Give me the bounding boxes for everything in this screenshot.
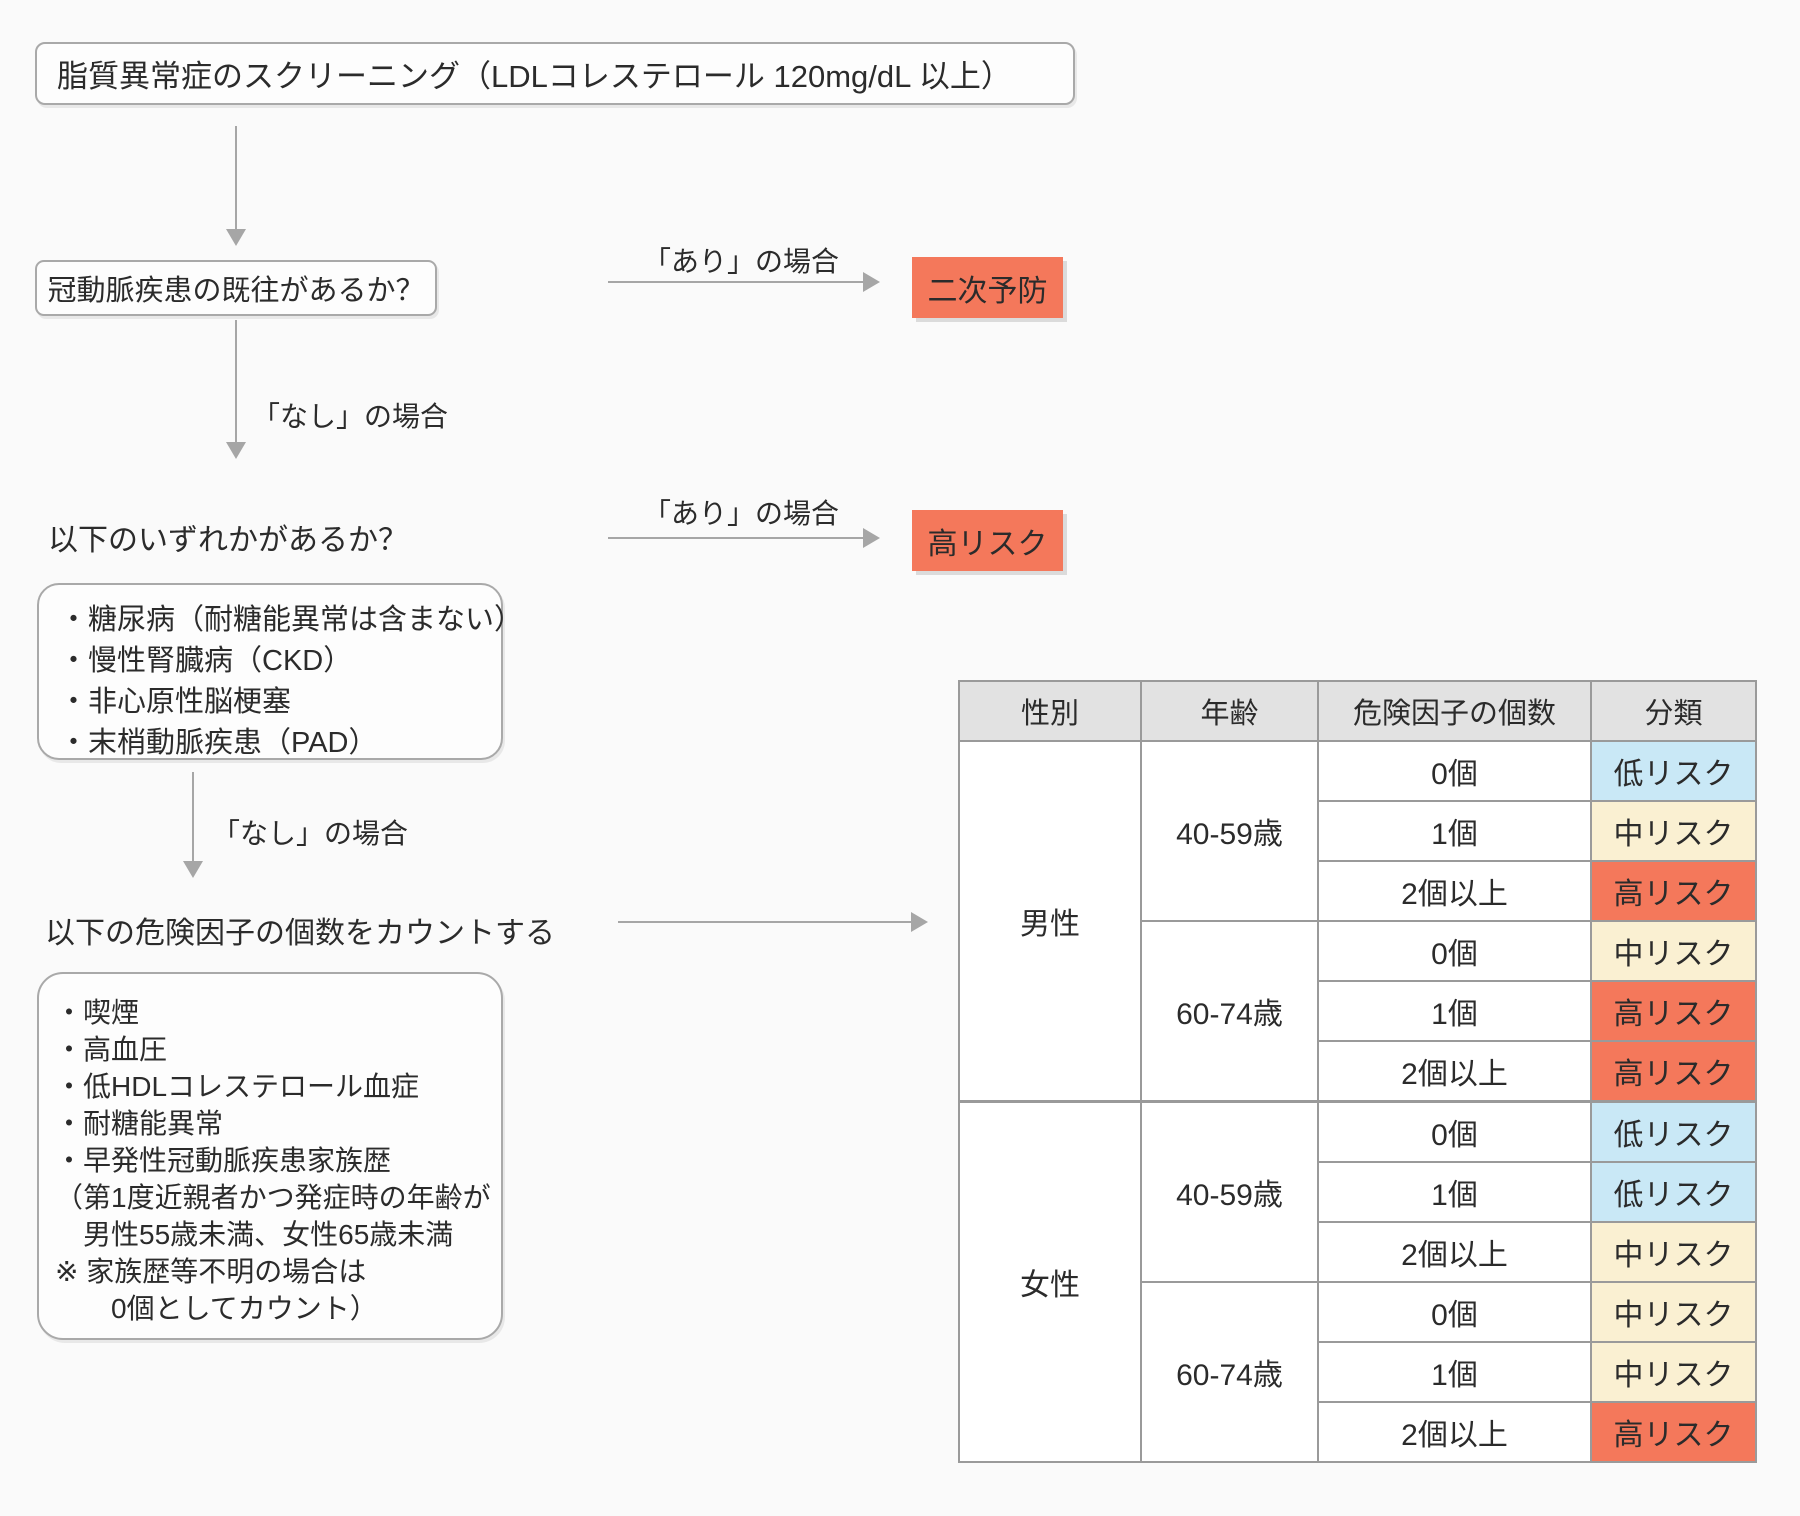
factor-count-cell: 1個 [1317, 800, 1592, 862]
factor-count-cell: 1個 [1317, 980, 1592, 1042]
question-3-text: 以下の危険因子の個数をカウントする [45, 917, 555, 950]
label-yes-2: 「あり」の場合 [643, 498, 840, 529]
factor-count-cell: 2個以上 [1317, 860, 1592, 922]
table-header-row: 性別 年齢 危険因子の個数 分類 [958, 680, 1757, 742]
arrow-down-icon [226, 229, 246, 246]
label-no-2: 「なし」の場合 [212, 818, 409, 849]
table-row: 1個中リスク [959, 800, 1757, 862]
arrow-right-icon [911, 912, 928, 932]
factor-count-cell: 2個以上 [1317, 1221, 1592, 1283]
outcome-high-risk: 高リスク [912, 510, 1063, 571]
risk-factor-line-3: ・耐糖能異常 [55, 1108, 224, 1139]
table-row: 1個低リスク [959, 1161, 1757, 1223]
classification-cell-high: 高リスク [1590, 980, 1757, 1042]
outcome-secondary-label: 二次予防 [927, 274, 1048, 308]
arrow-to-table-line [618, 921, 911, 923]
outcome-high-label: 高リスク [927, 527, 1048, 561]
arrow-no-1-line [235, 320, 237, 443]
table-row: 2個以上高リスク [959, 1040, 1757, 1103]
risk-factors-box: ・喫煙・高血圧・低HDLコレステロール血症・耐糖能異常・早発性冠動脈疾患家族歴 （… [37, 972, 503, 1340]
classification-cell-mid: 中リスク [1590, 1221, 1757, 1283]
age-cell: 40-59歳 [1140, 740, 1319, 922]
arrow-no-2-line [192, 772, 194, 862]
classification-cell-mid: 中リスク [1590, 800, 1757, 862]
title-box: 脂質異常症のスクリーニング（LDLコレステロール 120mg/dL 以上） [35, 42, 1075, 105]
factor-count-cell: 1個 [1317, 1341, 1592, 1403]
question-2-text: 以下のいずれかがあるか？ [48, 524, 408, 557]
arrow-title-to-q1-line [235, 126, 237, 230]
risk-factor-line-2: ・低HDLコレステロール血症 [55, 1071, 420, 1102]
classification-cell-low: 低リスク [1590, 1161, 1757, 1223]
sex-cell: 女性 [958, 1100, 1142, 1463]
factor-count-cell: 0個 [1317, 740, 1592, 802]
header-sex: 性別 [958, 680, 1142, 742]
table-row: 1個中リスク [959, 1341, 1757, 1403]
condition-line-1: ・慢性腎臓病（CKD） [59, 645, 353, 677]
risk-factor-line-1: ・高血圧 [55, 1034, 168, 1065]
risk-factor-line-5: （第1度近親者かつ発症時の年齢が [55, 1182, 491, 1213]
arrow-down-icon [226, 442, 246, 459]
classification-cell-mid: 中リスク [1590, 920, 1757, 982]
classification-cell-high: 高リスク [1590, 1040, 1757, 1103]
question-1-text: 冠動脈疾患の既往があるか？ [47, 275, 425, 307]
classification-cell-low: 低リスク [1590, 740, 1757, 802]
classification-cell-mid: 中リスク [1590, 1281, 1757, 1343]
age-cell: 40-59歳 [1140, 1100, 1319, 1283]
header-age: 年齢 [1140, 680, 1319, 742]
header-classification: 分類 [1590, 680, 1757, 742]
risk-factor-line-7: ※ 家族歴等不明の場合は [55, 1256, 367, 1287]
age-cell: 60-74歳 [1140, 920, 1319, 1103]
risk-factor-line-0: ・喫煙 [55, 997, 140, 1028]
factor-count-cell: 0個 [1317, 1100, 1592, 1163]
factor-count-cell: 0個 [1317, 920, 1592, 982]
label-no-1: 「なし」の場合 [252, 401, 449, 432]
header-factor-count: 危険因子の個数 [1317, 680, 1592, 742]
risk-factor-line-6: 男性55歳未満、女性65歳未満 [55, 1219, 454, 1250]
risk-factor-line-8: 0個としてカウント） [55, 1293, 378, 1324]
factor-count-cell: 0個 [1317, 1281, 1592, 1343]
classification-cell-mid: 中リスク [1590, 1341, 1757, 1403]
age-cell: 60-74歳 [1140, 1281, 1319, 1463]
factor-count-cell: 1個 [1317, 1161, 1592, 1223]
condition-line-2: ・非心原性脳梗塞 [59, 686, 292, 718]
question-1-box: 冠動脈疾患の既往があるか？ [35, 260, 437, 316]
arrow-right-icon [863, 272, 880, 292]
arrow-yes-1-line [608, 281, 863, 283]
label-yes-1: 「あり」の場合 [643, 246, 840, 277]
classification-cell-high: 高リスク [1590, 860, 1757, 922]
risk-factor-line-4: ・早発性冠動脈疾患家族歴 [55, 1145, 392, 1176]
table-row: 2個以上高リスク [959, 1401, 1757, 1463]
conditions-box: ・糖尿病（耐糖能異常は含まない） ・慢性腎臓病（CKD） ・非心原性脳梗塞・末梢動脈… [37, 583, 524, 760]
arrow-down-icon [183, 861, 203, 878]
arrow-right-icon [863, 528, 880, 548]
condition-line-0: ・糖尿病（耐糖能異常は含まない） [59, 604, 524, 636]
arrow-yes-2-line [608, 537, 863, 539]
table-row: 1個高リスク [959, 980, 1757, 1042]
factor-count-cell: 2個以上 [1317, 1401, 1592, 1463]
table-row: 2個以上高リスク [959, 860, 1757, 922]
classification-cell-low: 低リスク [1590, 1100, 1757, 1163]
factor-count-cell: 2個以上 [1317, 1040, 1592, 1103]
condition-line-3: ・末梢動脈疾患（PAD） [59, 727, 378, 759]
table-row: 2個以上中リスク [959, 1221, 1757, 1283]
page-title: 脂質異常症のスクリーニング（LDLコレステロール 120mg/dL 以上） [57, 59, 1012, 94]
classification-cell-high: 高リスク [1590, 1401, 1757, 1463]
outcome-secondary-prevention: 二次予防 [912, 257, 1063, 318]
sex-cell: 男性 [958, 740, 1142, 1103]
